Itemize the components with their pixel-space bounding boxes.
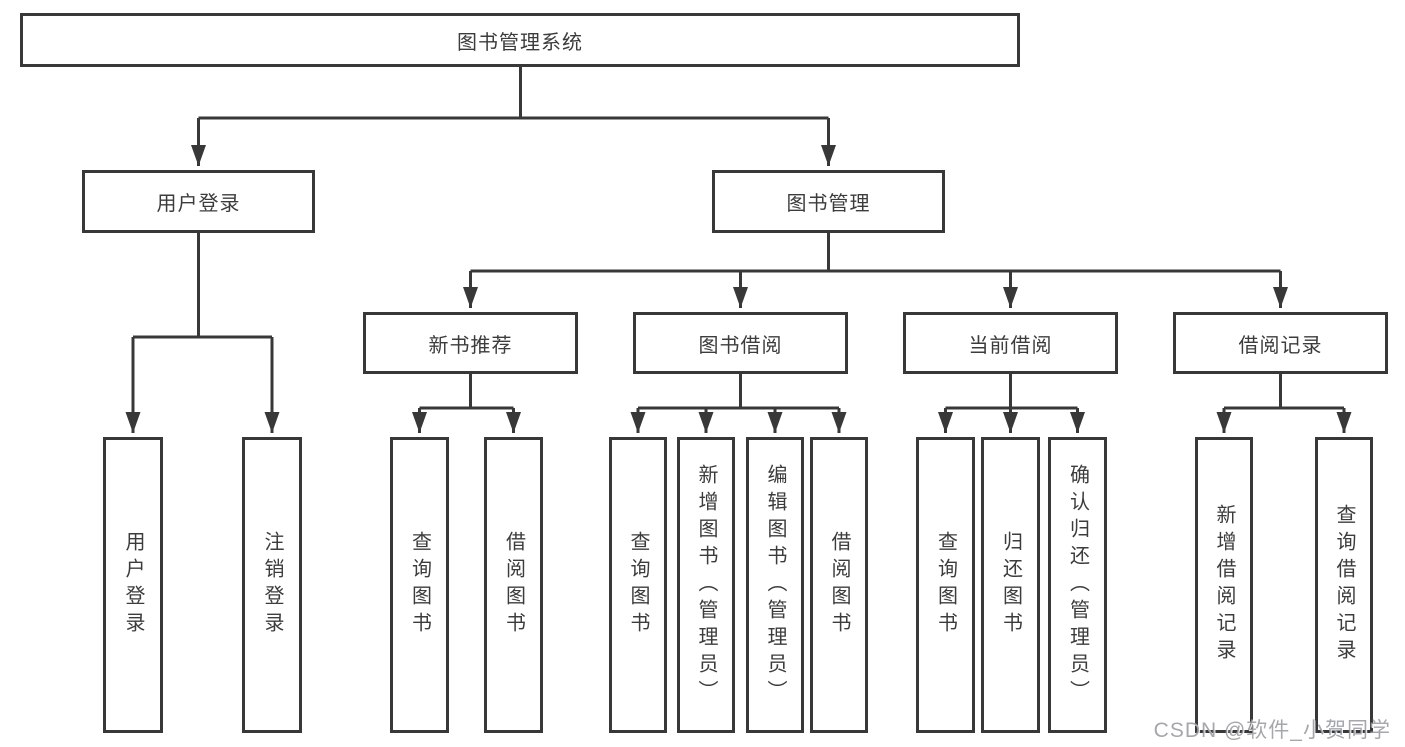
node-book-management-label: 图书管理 bbox=[786, 193, 871, 215]
connector-borrow-records-group bbox=[1216, 374, 1352, 433]
leaf-add-borrow-record-label: 新增借阅记录 bbox=[1213, 504, 1235, 666]
leaf-borrow-books-recommend-label: 借阅图书 bbox=[502, 531, 525, 639]
node-root-label: 图书管理系统 bbox=[457, 31, 583, 54]
node-borrow-records-label: 借阅记录 bbox=[1238, 334, 1323, 357]
node-borrow-records: 借阅记录 bbox=[1173, 312, 1388, 374]
leaf-query-books-recommend: 查询图书 bbox=[390, 437, 449, 733]
node-user-login: 用户登录 bbox=[82, 170, 315, 233]
node-current-borrow: 当前借阅 bbox=[903, 312, 1118, 374]
leaf-query-books-borrow-label: 查询图书 bbox=[627, 531, 649, 639]
connector-new-book-group bbox=[412, 374, 521, 433]
leaf-query-books-borrow: 查询图书 bbox=[609, 437, 667, 733]
node-book-management: 图书管理 bbox=[712, 170, 945, 233]
node-book-borrow-label: 图书借阅 bbox=[698, 334, 783, 357]
leaf-edit-books-admin: 编辑图书（管理员） bbox=[746, 437, 804, 733]
leaf-borrow-books-recommend: 借阅图书 bbox=[484, 437, 543, 733]
connector-root-to-level2 bbox=[191, 67, 836, 166]
leaf-add-books-admin-label: 新增图书（管理员） bbox=[695, 463, 717, 707]
leaf-query-books-current-label: 查询图书 bbox=[934, 531, 957, 639]
watermark: CSDN @软件_小贺同学 bbox=[1153, 719, 1391, 742]
leaf-borrow-books-label: 借阅图书 bbox=[828, 531, 850, 639]
leaf-user-login-label: 用户登录 bbox=[122, 531, 144, 639]
leaf-logout: 注销登录 bbox=[242, 437, 302, 733]
node-user-login-label: 用户登录 bbox=[156, 193, 241, 215]
leaf-query-books-current: 查询图书 bbox=[916, 437, 975, 733]
leaf-query-borrow-record-label: 查询借阅记录 bbox=[1333, 504, 1355, 666]
leaf-edit-books-admin-label: 编辑图书（管理员） bbox=[764, 463, 786, 707]
connector-book-borrow-group bbox=[630, 374, 847, 433]
node-current-borrow-label: 当前借阅 bbox=[968, 334, 1053, 357]
node-book-borrow: 图书借阅 bbox=[633, 312, 848, 374]
node-new-book-recommend-label: 新书推荐 bbox=[428, 334, 513, 357]
leaf-add-borrow-record: 新增借阅记录 bbox=[1195, 437, 1253, 733]
leaf-query-books-recommend-label: 查询图书 bbox=[408, 531, 431, 639]
connector-current-borrow-group bbox=[938, 374, 1085, 433]
leaf-return-books-label: 归还图书 bbox=[999, 531, 1022, 639]
leaf-add-books-admin: 新增图书（管理员） bbox=[677, 437, 735, 733]
connector-book-management-to-level3 bbox=[463, 233, 1288, 308]
node-new-book-recommend: 新书推荐 bbox=[363, 312, 578, 374]
leaf-confirm-return-admin: 确认归还（管理员） bbox=[1048, 437, 1107, 733]
connector-user-login-group bbox=[125, 233, 280, 433]
leaf-user-login: 用户登录 bbox=[103, 437, 163, 733]
leaf-return-books: 归还图书 bbox=[981, 437, 1040, 733]
leaf-confirm-return-admin-label: 确认归还（管理员） bbox=[1066, 463, 1089, 707]
leaf-query-borrow-record: 查询借阅记录 bbox=[1315, 437, 1373, 733]
leaf-logout-label: 注销登录 bbox=[261, 531, 283, 639]
node-root: 图书管理系统 bbox=[20, 13, 1020, 67]
leaf-borrow-books: 借阅图书 bbox=[810, 437, 868, 733]
